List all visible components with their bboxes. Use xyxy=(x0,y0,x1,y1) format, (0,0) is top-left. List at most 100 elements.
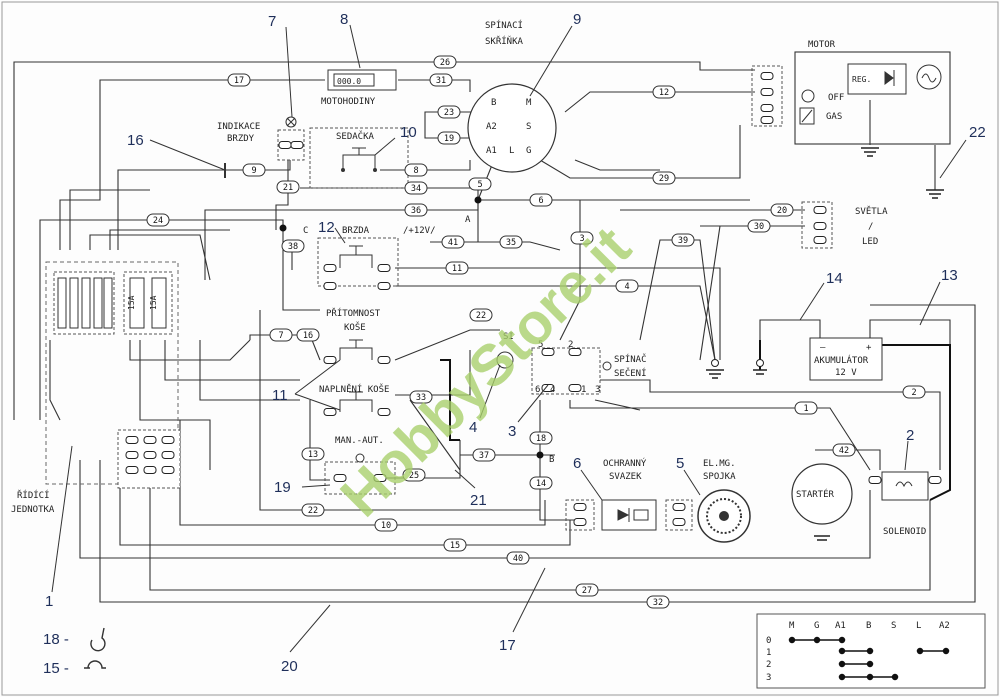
wire-15: 15 xyxy=(443,538,467,552)
label-elmg-2: SPOJKA xyxy=(703,472,736,482)
callout-21: 21 xyxy=(470,492,487,509)
svg-text:B: B xyxy=(491,98,496,108)
svg-text:S: S xyxy=(891,621,896,631)
label-indikace-2: BRZDY xyxy=(227,134,255,144)
svg-text:29: 29 xyxy=(659,174,669,184)
component-labels: MOTOR REG. OFF GAS SPÍNACÍ SKŘÍŇKA 000.0… xyxy=(11,19,926,537)
wire-19: 19 xyxy=(437,131,461,145)
svg-text:33: 33 xyxy=(416,393,426,403)
label-svetla-3: LED xyxy=(862,237,878,247)
svg-text:1: 1 xyxy=(766,648,771,658)
callout-numbers: 7 8 9 16 10 12 22 14 13 11 4 3 2 19 21 6… xyxy=(43,11,986,677)
svg-text:32: 32 xyxy=(653,598,663,608)
wire-36: 36 xyxy=(404,203,428,217)
svg-text:25: 25 xyxy=(409,471,419,481)
legend-15: 15 - xyxy=(43,660,69,677)
svg-text:1: 1 xyxy=(803,404,808,414)
svg-text:A2: A2 xyxy=(939,621,950,631)
svg-text:0: 0 xyxy=(766,636,771,646)
label-battery-minus: – xyxy=(820,343,826,353)
svg-text:G: G xyxy=(814,621,819,631)
battery-icon xyxy=(809,337,883,381)
svg-text:15A: 15A xyxy=(149,295,158,310)
svg-text:6: 6 xyxy=(535,385,540,395)
wire-12: 12 xyxy=(652,85,676,99)
wire-8: 8 xyxy=(404,163,428,177)
svg-text:15A: 15A xyxy=(127,295,136,310)
wire-18: 18 xyxy=(529,431,553,445)
svg-text:31: 31 xyxy=(436,76,446,86)
control-unit xyxy=(45,261,179,485)
label-gas: GAS xyxy=(826,112,842,122)
svg-text:L: L xyxy=(509,146,514,156)
wire-2: 2 xyxy=(902,385,926,399)
key-table-dots xyxy=(788,636,950,681)
label-svetla-2: / xyxy=(868,222,873,232)
svg-text:10: 10 xyxy=(381,521,391,531)
solenoid-icon xyxy=(881,471,929,501)
label-naplneni: NAPLNĚNÍ KOŠE xyxy=(319,383,389,395)
legend-18: 18 - xyxy=(43,631,69,648)
connector-type-18-icon xyxy=(90,627,106,652)
svg-text:2: 2 xyxy=(766,660,771,670)
brake-indicator xyxy=(277,129,305,161)
svg-text:34: 34 xyxy=(411,184,421,194)
cutting-switch xyxy=(531,347,601,395)
label-node-c: C xyxy=(303,226,308,236)
basket-presence-switch xyxy=(339,347,373,360)
sensor-icon xyxy=(496,351,514,369)
svg-text:14: 14 xyxy=(536,479,546,489)
svg-text:24: 24 xyxy=(153,216,163,226)
svg-text:L: L xyxy=(916,621,921,631)
connector-17 xyxy=(565,499,595,531)
wire-42: 42 xyxy=(832,443,856,457)
wire-40: 40 xyxy=(506,551,530,565)
label-pritomnost-2: KOŠE xyxy=(344,321,366,333)
label-sedacka: SEDAČKA xyxy=(336,130,375,142)
svg-text:7: 7 xyxy=(278,331,283,341)
wire-10: 10 xyxy=(374,518,398,532)
svg-text:3: 3 xyxy=(579,234,584,244)
svg-text:39: 39 xyxy=(678,236,688,246)
wire-3: 3 xyxy=(570,231,594,245)
callout-22: 22 xyxy=(969,124,986,141)
callout-1: 1 xyxy=(45,593,53,610)
label-ochranny-1: OCHRANNÝ xyxy=(603,457,647,469)
svg-text:B: B xyxy=(866,621,871,631)
wire-38: 38 xyxy=(281,239,305,253)
wire-21: 21 xyxy=(276,180,300,194)
svg-text:8: 8 xyxy=(413,166,418,176)
svg-text:19: 19 xyxy=(444,134,454,144)
label-man-aut: MAN.-AUT. xyxy=(335,436,384,446)
wire-4: 4 xyxy=(615,279,639,293)
svg-text:22: 22 xyxy=(308,506,318,516)
label-ridici-2: JEDNOTKA xyxy=(11,505,55,515)
fuse-icon xyxy=(151,277,167,329)
svg-text:12: 12 xyxy=(659,88,669,98)
callout-16: 16 xyxy=(127,132,144,149)
brake-switch xyxy=(317,237,399,287)
motor-box xyxy=(794,51,951,145)
svg-text:30: 30 xyxy=(754,222,764,232)
wire-22-bottom: 22 xyxy=(301,503,325,517)
wire-7: 7 xyxy=(269,328,293,342)
label-si: SI xyxy=(503,332,514,342)
svg-text:26: 26 xyxy=(440,58,450,68)
svg-text:13: 13 xyxy=(308,450,318,460)
label-motor: MOTOR xyxy=(808,40,836,50)
svg-text:37: 37 xyxy=(479,451,489,461)
wire-16: 16 xyxy=(296,328,320,342)
svg-text:41: 41 xyxy=(448,238,458,248)
label-ridici-1: ŘÍDÍCÍ xyxy=(17,489,50,501)
wire-37: 37 xyxy=(472,448,496,462)
wire-34: 34 xyxy=(404,181,428,195)
wire-41: 41 xyxy=(441,235,465,249)
callout-6: 6 xyxy=(573,455,581,472)
svg-text:M: M xyxy=(526,98,532,108)
callout-8: 8 xyxy=(340,11,348,28)
svg-text:15: 15 xyxy=(450,541,460,551)
callout-3: 3 xyxy=(508,423,516,440)
